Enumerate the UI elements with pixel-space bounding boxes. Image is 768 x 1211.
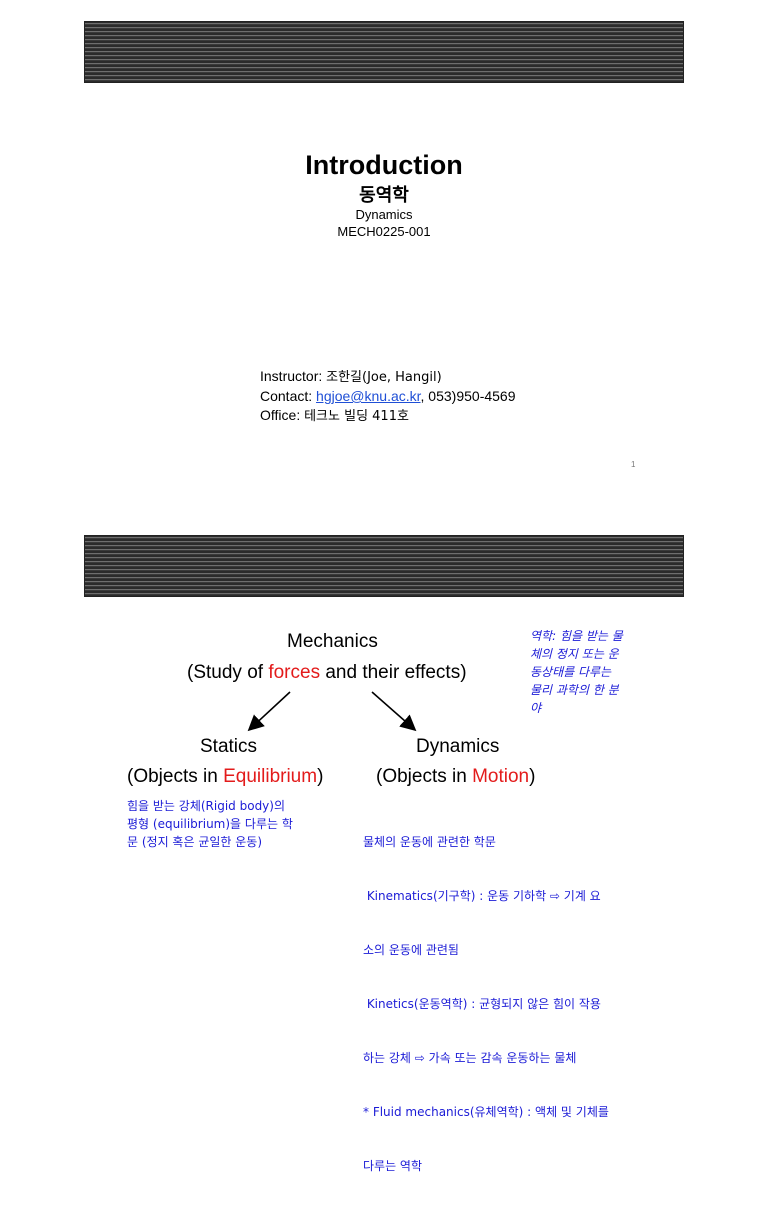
dynamics-prefix: (Objects in: [376, 766, 473, 787]
statics-desc-line: 힘을 받는 강체(Rigid body)의: [127, 799, 286, 813]
mechanics-definition: (Study of forces and their effects): [187, 662, 467, 684]
arrow-to-statics: [247, 691, 291, 732]
subtitle: Dynamics: [355, 207, 413, 222]
side-note-line: 체의 정지 또는 운: [530, 647, 619, 661]
equilibrium-highlight: Equilibrium: [223, 766, 318, 787]
dynamics-desc-line: * Fluid mechanics(유체역학) : 액체 및 기체를: [363, 1105, 609, 1119]
korean-title: 동역학: [359, 185, 409, 206]
branch-arrows: [247, 691, 417, 732]
instructor-row: Instructor: 조한길(Joe, Hangil): [260, 367, 516, 387]
page-number: 1: [631, 460, 636, 469]
dynamics-desc-line: 하는 강체 ⇨ 가속 또는 감속 운동하는 물체: [363, 1051, 577, 1065]
dynamics-suffix: ): [529, 766, 536, 787]
dynamics-description: 물체의 운동에 관련한 학문 Kinematics(기구학) : 운동 기하학 …: [363, 797, 609, 1211]
arrow-to-dynamics: [371, 691, 417, 732]
dynamics-desc-line: Kinematics(기구학) : 운동 기하학 ⇨ 기계 요: [363, 889, 601, 903]
instructor-label: Instructor:: [260, 368, 327, 384]
statics-prefix: (Objects in: [127, 766, 224, 787]
header-banner: [84, 535, 684, 597]
statics-desc-line: 문 (정지 혹은 균일한 운동): [127, 835, 263, 849]
contact-label: Contact:: [260, 388, 317, 404]
slide-title: Introduction: [305, 150, 463, 180]
contact-row: Contact: hgjoe@knu.ac.kr, 053)950-4569: [260, 387, 516, 406]
instructor-info: Instructor: 조한길(Joe, Hangil) Contact: hg…: [260, 367, 516, 426]
side-note-line: 야: [530, 701, 542, 715]
side-note-line: 물리 과학의 한 분: [530, 683, 619, 697]
motion-highlight: Motion: [472, 766, 530, 787]
dynamics-desc-line: 물체의 운동에 관련한 학문: [363, 835, 496, 849]
slide-1: Introduction 동역학 Dynamics MECH0225-001 I…: [0, 0, 768, 512]
office-value: 테크노 빌딩 411호: [304, 409, 409, 424]
forces-highlight: forces: [268, 662, 321, 683]
dynamics-desc-line: Kinetics(운동역학) : 균형되지 않은 힘이 작용: [363, 997, 601, 1011]
study-prefix: (Study of: [187, 662, 269, 683]
dynamics-heading: Dynamics: [416, 736, 500, 757]
header-banner: [84, 21, 684, 83]
statics-definition: (Objects in Equilibrium): [127, 766, 323, 788]
dynamics-desc-line: 다루는 역학: [363, 1159, 423, 1173]
statics-suffix: ): [317, 766, 324, 787]
instructor-name: 조한길(Joe, Hangil): [326, 370, 442, 385]
study-suffix: and their effects): [320, 662, 467, 683]
course-code: MECH0225-001: [337, 224, 431, 239]
office-row: Office: 테크노 빌딩 411호: [260, 406, 516, 426]
contact-email-link[interactable]: hgjoe@knu.ac.kr: [316, 388, 421, 404]
side-note-line: 동상태를 다루는: [530, 665, 612, 679]
statics-description: 힘을 받는 강체(Rigid body)의 평형 (equilibrium)을 …: [127, 797, 293, 851]
dynamics-desc-line: 소의 운동에 관련됨: [363, 943, 459, 957]
contact-phone: , 053)950-4569: [420, 388, 516, 404]
statics-desc-line: 평형 (equilibrium)을 다루는 학: [127, 817, 293, 831]
mechanics-heading: Mechanics: [287, 631, 378, 652]
office-label: Office:: [260, 407, 305, 423]
dynamics-definition: (Objects in Motion): [376, 766, 535, 788]
slide-2: Mechanics (Study of forces and their eff…: [0, 512, 768, 1173]
statics-heading: Statics: [200, 736, 258, 757]
mechanics-side-note: 역학: 힘을 받는 물 체의 정지 또는 운 동상태를 다루는 물리 과학의 한…: [530, 627, 623, 717]
side-note-line: 역학: 힘을 받는 물: [530, 629, 623, 643]
